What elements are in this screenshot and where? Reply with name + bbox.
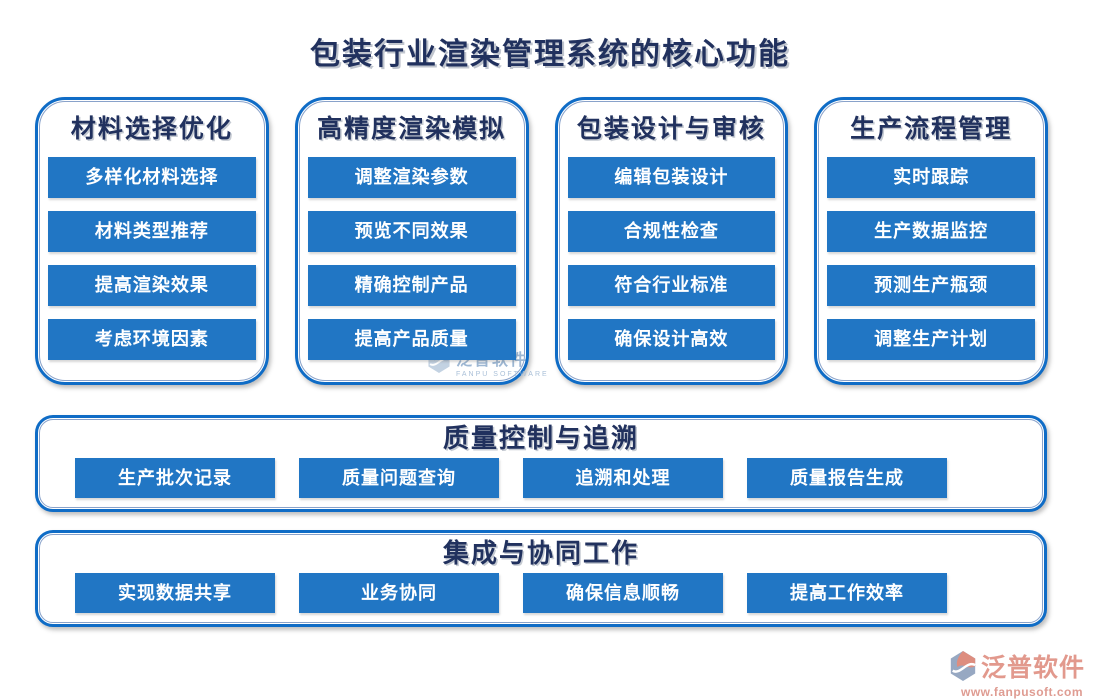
vendor-logo-icon: [950, 651, 976, 681]
feature-chip: 确保信息顺畅: [523, 573, 723, 613]
feature-chip: 提高工作效率: [747, 573, 947, 613]
vendor-name: 泛普软件: [981, 654, 1086, 682]
feature-chip: 预测生产瓶颈: [827, 265, 1035, 306]
feature-chip: 多样化材料选择: [48, 157, 256, 198]
feature-chip: 考虑环境因素: [48, 319, 256, 360]
panel-chip-list: 生产批次记录 质量问题查询 追溯和处理 质量报告生成: [75, 458, 947, 498]
section-panel-integration-collaboration: 集成与协同工作 实现数据共享 业务协同 确保信息顺畅 提高工作效率: [35, 530, 1047, 627]
feature-chip: 调整渲染参数: [307, 157, 516, 198]
column-header: 生产流程管理: [850, 115, 1013, 143]
feature-chip: 确保设计高效: [567, 319, 776, 360]
feature-chip: 提高渲染效果: [48, 265, 256, 306]
column-header: 高精度渲染模拟: [317, 115, 507, 143]
column-chip-list: 多样化材料选择 材料类型推荐 提高渲染效果 考虑环境因素: [38, 157, 266, 360]
column-chip-list: 实时跟踪 生产数据监控 预测生产瓶颈 调整生产计划: [817, 157, 1045, 360]
feature-chip: 提高产品质量: [307, 319, 516, 360]
feature-chip: 质量报告生成: [747, 458, 947, 498]
watermark-subtext: FANPU SOFTWARE: [456, 371, 549, 378]
feature-column-material-selection: 材料选择优化 多样化材料选择 材料类型推荐 提高渲染效果 考虑环境因素: [35, 97, 269, 385]
column-chip-list: 调整渲染参数 预览不同效果 精确控制产品 提高产品质量: [298, 157, 526, 360]
column-chip-list: 编辑包装设计 合规性检查 符合行业标准 确保设计高效: [558, 157, 786, 360]
feature-chip: 追溯和处理: [523, 458, 723, 498]
feature-chip: 编辑包装设计: [567, 157, 776, 198]
feature-chip: 符合行业标准: [567, 265, 776, 306]
feature-chip: 合规性检查: [567, 211, 776, 252]
feature-column-production-management: 生产流程管理 实时跟踪 生产数据监控 预测生产瓶颈 调整生产计划: [814, 97, 1048, 385]
feature-column-design-review: 包装设计与审核 编辑包装设计 合规性检查 符合行业标准 确保设计高效: [554, 97, 789, 385]
feature-chip: 业务协同: [299, 573, 499, 613]
column-header: 材料选择优化: [70, 115, 233, 143]
feature-chip: 生产批次记录: [75, 458, 275, 498]
panel-header: 集成与协同工作: [442, 538, 639, 568]
feature-chip: 材料类型推荐: [48, 211, 256, 252]
feature-chip: 实时跟踪: [827, 157, 1035, 198]
feature-chip: 预览不同效果: [307, 211, 516, 252]
feature-chip: 质量问题查询: [299, 458, 499, 498]
feature-chip: 生产数据监控: [827, 211, 1035, 252]
feature-chip: 实现数据共享: [75, 573, 275, 613]
column-header: 包装设计与审核: [576, 115, 766, 143]
feature-chip: 调整生产计划: [827, 319, 1035, 360]
feature-columns: 材料选择优化 多样化材料选择 材料类型推荐 提高渲染效果 考虑环境因素 高精度渲…: [35, 97, 1048, 385]
page-title: 包装行业渲染管理系统的核心功能: [310, 38, 790, 71]
vendor-logo: 泛普软件 www.fanpusoft.com: [948, 648, 1085, 699]
vendor-url: www.fanpusoft.com: [961, 685, 1084, 699]
feature-chip: 精确控制产品: [307, 265, 516, 306]
panel-chip-list: 实现数据共享 业务协同 确保信息顺畅 提高工作效率: [75, 573, 947, 613]
panel-header: 质量控制与追溯: [442, 423, 639, 453]
feature-column-render-simulation: 高精度渲染模拟 调整渲染参数 预览不同效果 精确控制产品 提高产品质量: [294, 97, 529, 385]
section-panel-quality-traceability: 质量控制与追溯 生产批次记录 质量问题查询 追溯和处理 质量报告生成: [35, 415, 1047, 512]
